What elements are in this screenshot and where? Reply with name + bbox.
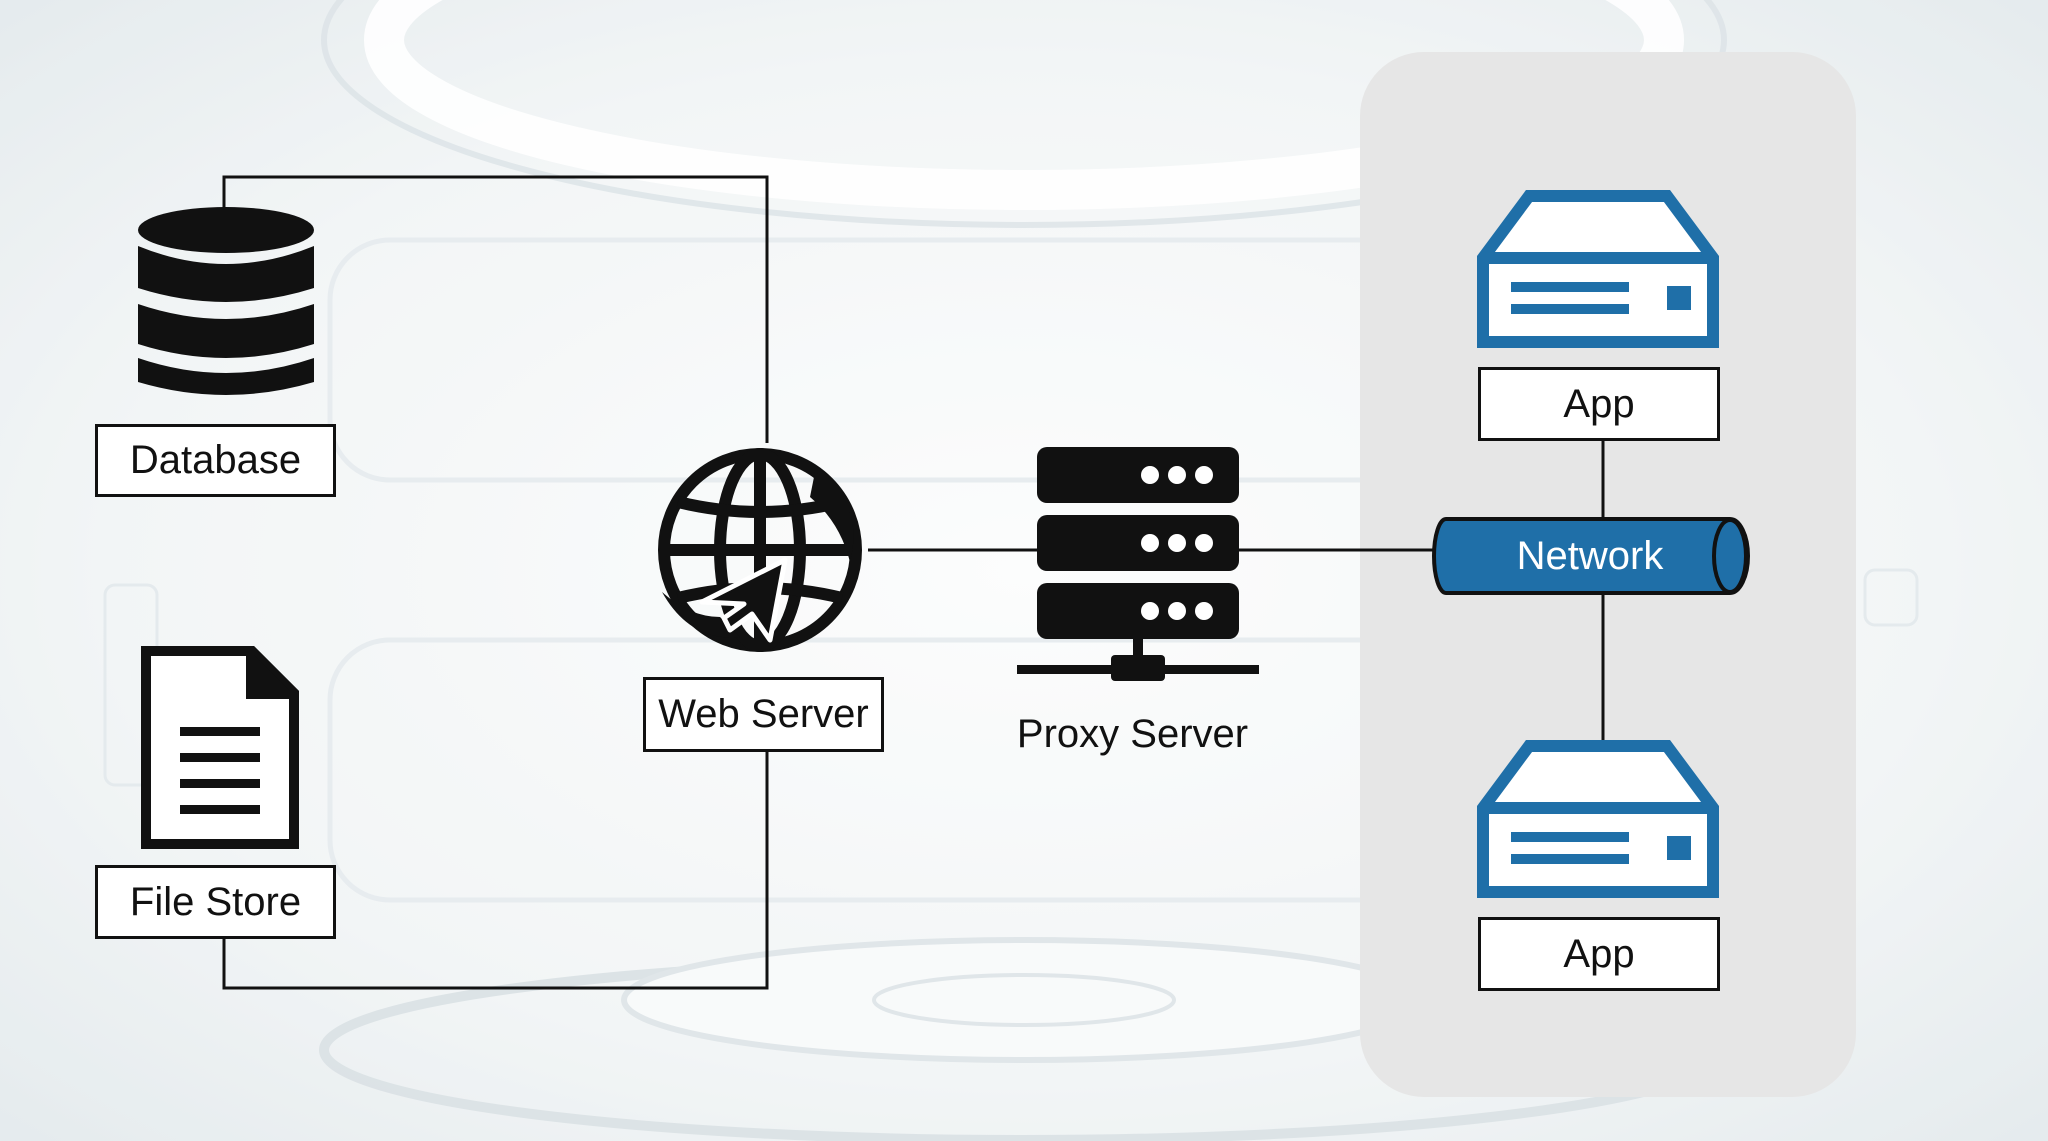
pipe-cylinder-icon	[1432, 517, 1750, 595]
proxy-server-label: Proxy Server	[1016, 712, 1249, 756]
globe-cursor-icon	[658, 448, 862, 652]
app-top-label: App	[1478, 367, 1720, 441]
network-label: Network	[1516, 533, 1664, 578]
database-icon	[138, 207, 314, 395]
app-bottom-label: App	[1478, 917, 1720, 991]
file-store-label: File Store	[95, 865, 336, 939]
server-appliance-icon	[1477, 740, 1719, 898]
line-filestore-webserver	[222, 752, 769, 990]
line-database-webserver	[222, 175, 769, 443]
document-icon	[141, 646, 299, 849]
server-appliance-icon	[1477, 190, 1719, 348]
web-server-label: Web Server	[643, 677, 884, 752]
database-label: Database	[95, 424, 336, 497]
server-rack-icon	[1017, 447, 1259, 681]
